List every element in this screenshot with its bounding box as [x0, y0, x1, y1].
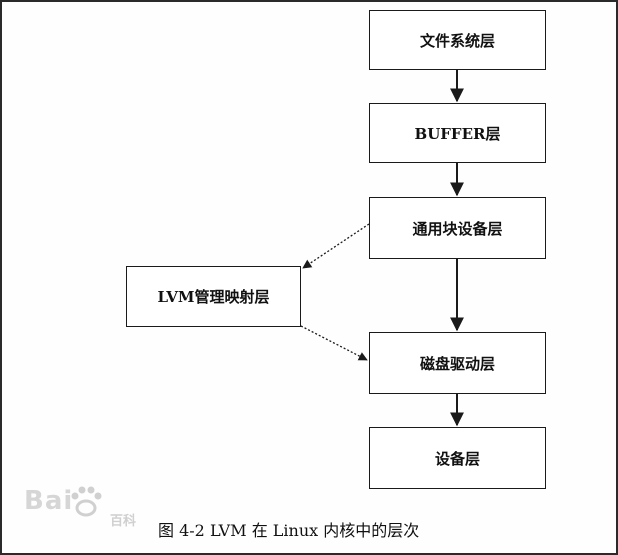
node-filesystem-layer: 文件系统层	[369, 10, 546, 70]
node-disk-driver-layer: 磁盘驱动层	[369, 332, 546, 394]
watermark-chinese: 百科	[110, 514, 137, 529]
node-buffer-layer: BUFFER层	[369, 103, 546, 163]
dashed-arrow-generic-block-to-lvm	[302, 223, 370, 269]
paw-logo-icon	[71, 486, 102, 517]
dashed-arrow-lvm-to-disk-driver	[300, 325, 368, 361]
watermark-latin: Bai	[24, 486, 74, 516]
figure-caption: 图 4-2 LVM 在 Linux 内核中的层次	[158, 521, 420, 540]
node-device-layer: 设备层	[369, 427, 546, 489]
node-lvm-mapping-layer: LVM管理映射层	[126, 266, 301, 327]
node-generic-block-layer: 通用块设备层	[369, 197, 546, 259]
